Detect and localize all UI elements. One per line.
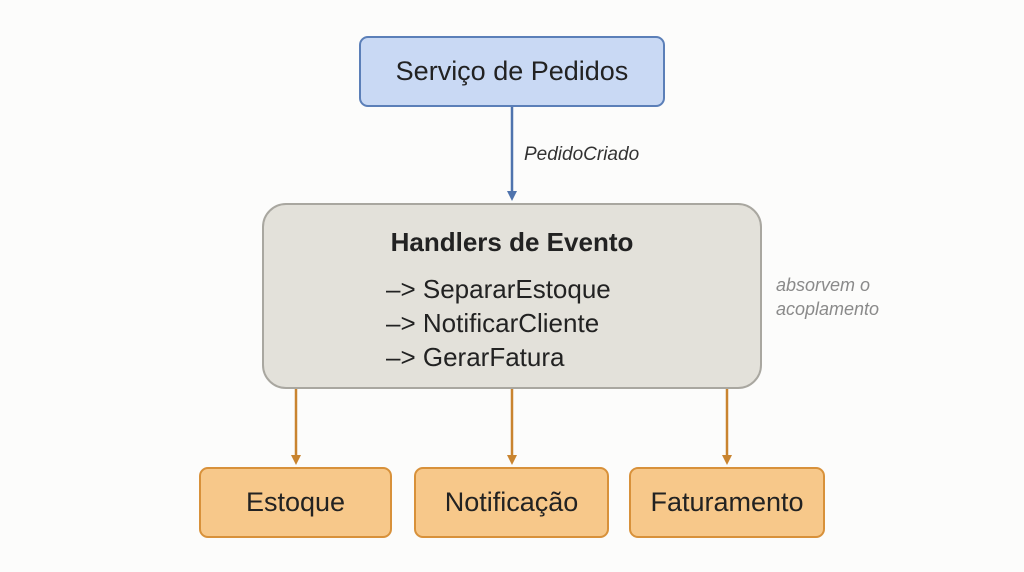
handlers-title: Handlers de Evento [390, 227, 634, 257]
side-note-line: acoplamento [776, 299, 880, 319]
target-node-label: Estoque [245, 487, 346, 517]
handlers-node: Handlers de Evento –> SepararEstoque –> … [262, 203, 762, 389]
service-node-label: Serviço de Pedidos [395, 56, 629, 86]
target-node-faturamento: Faturamento [629, 467, 825, 538]
edge-label-pedido-criado: PedidoCriado [524, 144, 640, 165]
service-node: Serviço de Pedidos [359, 36, 665, 107]
side-note-line: absorvem o [776, 275, 871, 295]
side-note: absorvem o acoplamento [776, 273, 916, 321]
handler-item: –> GerarFatura [386, 342, 565, 372]
handler-item: –> NotificarCliente [386, 308, 600, 338]
target-node-notificacao: Notificação [414, 467, 609, 538]
handler-item: –> SepararEstoque [386, 274, 611, 304]
target-node-label: Faturamento [650, 487, 804, 517]
handlers-list: –> SepararEstoque –> NotificarCliente –>… [386, 272, 611, 374]
target-node-estoque: Estoque [199, 467, 392, 538]
target-node-label: Notificação [444, 487, 579, 517]
